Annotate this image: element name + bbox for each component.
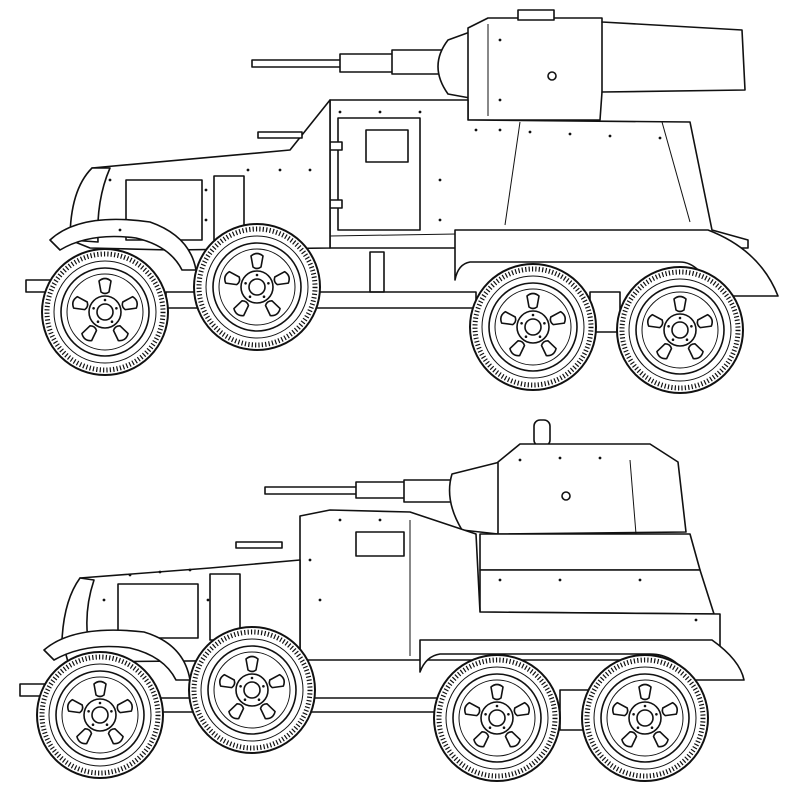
upper-third-wheel bbox=[470, 264, 596, 390]
upper-gun-mantlet bbox=[339, 53, 397, 73]
lower-turret-vision-port bbox=[561, 491, 571, 501]
lower-fighting-compartment bbox=[479, 569, 715, 615]
upper-armored-car bbox=[25, 9, 779, 393]
upper-turret bbox=[467, 17, 746, 121]
lower-gun-mantlet bbox=[355, 481, 409, 499]
upper-gun-barrel bbox=[251, 59, 353, 68]
lower-armored-car bbox=[19, 419, 745, 781]
lower-gun-barrel bbox=[264, 486, 362, 495]
upper-door-vision-slit bbox=[365, 129, 409, 163]
lower-engine-hatch bbox=[117, 583, 199, 639]
lower-second-wheel bbox=[189, 627, 315, 753]
lower-turret bbox=[497, 443, 687, 535]
upper-turret-vision-port bbox=[547, 71, 557, 81]
lower-side-vision-slit bbox=[355, 531, 405, 557]
lower-hull-machine-gun bbox=[235, 541, 283, 549]
upper-turret-hatch bbox=[517, 9, 555, 21]
lower-radiator-grille bbox=[61, 577, 95, 641]
lower-front-wheel bbox=[37, 652, 163, 778]
upper-rivets bbox=[108, 38, 662, 232]
lower-turret-ring bbox=[479, 533, 701, 571]
upper-second-wheel bbox=[194, 224, 320, 350]
lower-rivets bbox=[102, 456, 698, 622]
lower-third-wheel bbox=[434, 655, 560, 781]
upper-rear-wheel bbox=[617, 267, 743, 393]
lower-rear-wheel bbox=[582, 655, 708, 781]
upper-turret-mantlet bbox=[437, 31, 471, 99]
upper-front-wheel bbox=[42, 249, 168, 375]
upper-hull-machine-gun bbox=[257, 131, 303, 139]
lower-periscope bbox=[533, 419, 551, 447]
